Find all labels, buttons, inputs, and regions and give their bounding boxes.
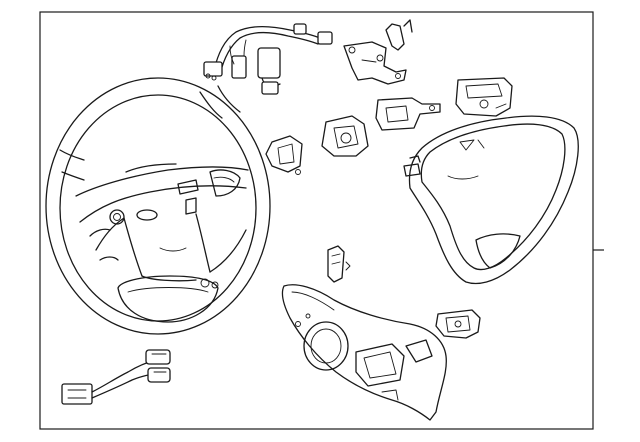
small-clip-icon — [327, 245, 351, 283]
airbag-trim-cover-icon — [403, 115, 579, 285]
connector-cable-icon — [61, 349, 171, 405]
mounting-bracket-icon — [343, 19, 413, 85]
steering-wheel-icon — [45, 77, 271, 335]
control-switch-icon — [265, 77, 513, 339]
diagram-frame — [39, 11, 594, 430]
wiring-harness-icon — [203, 23, 333, 95]
lower-trim-cover-icon — [281, 284, 447, 421]
